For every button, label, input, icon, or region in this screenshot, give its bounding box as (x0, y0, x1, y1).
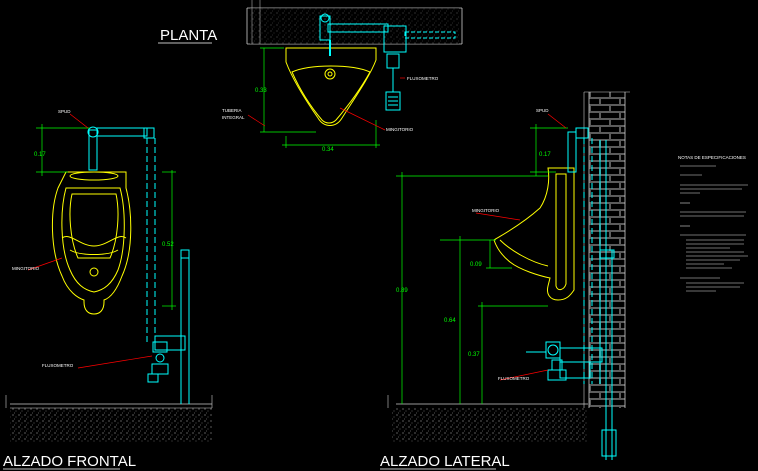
label-tuberia-integral: TUBERIA INTEGRAL (222, 108, 245, 120)
plan-flushometer (385, 53, 401, 111)
side-total-dimension: 0.89 (396, 288, 408, 294)
front-dimensions (36, 124, 176, 310)
plan-title: PLANTA (160, 27, 217, 44)
side-bowl-dimension: 0.09 (470, 262, 482, 268)
notes-text-lines (680, 165, 748, 292)
side-title: ALZADO LATERAL (380, 453, 510, 470)
side-label-spud: SPUD (536, 108, 549, 113)
plan-dimensions (260, 47, 380, 148)
front-floor (5, 395, 213, 442)
front-label-mingitorio: MINGITORIO (12, 266, 40, 271)
plan-depth-dimension: 0.33 (255, 88, 267, 94)
side-flush-dimension: 0.37 (468, 352, 480, 358)
side-flushometer (526, 341, 567, 381)
notes-heading: NOTAS DE ESPECIFICACIONES (678, 155, 746, 160)
front-flushometer (147, 341, 169, 383)
plan-piping (319, 13, 456, 56)
plan-wall (246, 0, 463, 45)
side-elevation: 0.17 0.89 0.64 0.09 0.37 SPUD MINGITORIO… (380, 91, 630, 470)
front-title: ALZADO FRONTAL (3, 453, 136, 470)
plan-view: PLANTA (158, 0, 463, 153)
side-label-mingitorio: MINGITORIO (472, 208, 500, 213)
side-piping (559, 127, 617, 460)
plan-urinal (285, 47, 377, 126)
plan-label-fluxometro: FLUXOMETRO (407, 76, 439, 81)
notes-block: NOTAS DE ESPECIFICACIONES (678, 155, 748, 292)
front-elevation: 0.17 0.52 SPUD MINGITORIO FLUXOMETRO ALZ… (3, 109, 213, 470)
front-label-spud: SPUD (58, 109, 71, 114)
side-dimensions (396, 124, 568, 404)
side-rim-dimension: 0.64 (444, 318, 456, 324)
front-label-fluxometro: FLUXOMETRO (42, 363, 74, 368)
side-urinal (493, 167, 575, 301)
front-pipe-dimension: 0.52 (162, 242, 174, 248)
front-spud-dimension: 0.17 (34, 152, 46, 158)
front-piping (87, 126, 190, 404)
plan-label-mingitorio: MINGITORIO (386, 127, 414, 132)
plan-width-dimension: 0.34 (322, 147, 334, 153)
front-urinal (51, 171, 132, 315)
side-label-fluxometro: FLUXOMETRO (498, 376, 530, 381)
side-spud-dimension: 0.17 (539, 152, 551, 158)
side-floor (387, 395, 588, 442)
